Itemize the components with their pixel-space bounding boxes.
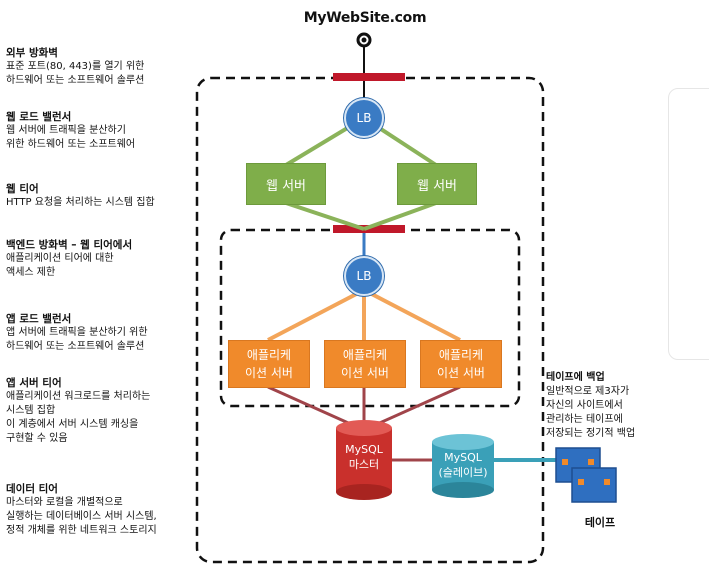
db-slave-label: MySQL (슬레이브) <box>438 451 488 479</box>
web-load-balancer: LB <box>344 98 384 138</box>
external-firewall <box>333 73 405 81</box>
app-server-1: 애플리케 이션 서버 <box>228 340 310 388</box>
side-panel <box>668 88 709 360</box>
db-master-label: MySQL 마스터 <box>345 443 383 471</box>
link-lb-app1 <box>267 288 365 342</box>
web-server-2: 웹 서버 <box>397 163 477 205</box>
tape-label: 테이프 <box>584 516 616 529</box>
site-title: MyWebSite.com <box>303 10 427 26</box>
backup-body: 일반적으로 제3자가 자신의 사이트에서 관리하는 테이프에 저장되는 정기적 … <box>546 386 636 439</box>
link-web1-fw <box>285 201 365 231</box>
app-server-2: 애플리케 이션 서버 <box>324 340 406 388</box>
backup-description: 테이프에 백업 일반적으로 제3자가 자신의 사이트에서 관리하는 테이프에 저… <box>546 371 706 441</box>
layer-body: 앱 서버에 트래픽을 분산하기 위한 하드웨어 또는 소프트웨어 솔루션 <box>6 327 148 352</box>
layer-body: HTTP 요청을 처리하는 시스템 집합 <box>6 197 155 208</box>
layer-external-firewall: 외부 방화벽 표준 포트(80, 443)를 열기 위한 하드웨어 또는 소프트… <box>6 46 196 88</box>
db-master-cylinder <box>336 420 392 500</box>
layer-head: 앱 로드 밸런서 <box>6 313 72 325</box>
web-server-1: 웹 서버 <box>246 163 326 205</box>
link-lb-app3 <box>363 288 461 342</box>
layer-body: 웹 서버에 트래픽을 분산하기 위한 하드웨어 또는 소프트웨어 <box>6 125 136 150</box>
layer-backend-firewall: 백엔드 방화벽 – 웹 티어에서 애플리케이션 티어에 대한 액세스 제한 <box>6 238 196 280</box>
app-load-balancer: LB <box>344 256 384 296</box>
layer-app-tier: 앱 서버 티어 애플리케이션 워크로드를 처리하는 시스템 집합 이 계층에서 … <box>6 376 196 446</box>
layer-body: 애플리케이션 워크로드를 처리하는 시스템 집합 이 계층에서 서버 시스템 캐… <box>6 391 151 444</box>
layer-app-lb: 앱 로드 밸런서 앱 서버에 트래픽을 분산하기 위한 하드웨어 또는 소프트웨… <box>6 312 196 354</box>
layer-head: 웹 로드 밸런서 <box>6 111 72 123</box>
layer-body: 표준 포트(80, 443)를 열기 위한 하드웨어 또는 소프트웨어 솔루션 <box>6 61 145 86</box>
layer-body: 애플리케이션 티어에 대한 액세스 제한 <box>6 253 114 278</box>
link-web2-fw <box>363 201 437 231</box>
layer-head: 데이터 티어 <box>6 483 58 495</box>
tape-icon <box>555 447 617 503</box>
layer-head: 앱 서버 티어 <box>6 377 62 389</box>
app-server-3: 애플리케 이션 서버 <box>420 340 502 388</box>
backup-head: 테이프에 백업 <box>546 372 605 383</box>
layer-body: 마스터와 로컬을 개별적으로 실행하는 데이터베이스 서버 시스템, 정적 개체… <box>6 497 157 536</box>
layer-data-tier: 데이터 티어 마스터와 로컬을 개별적으로 실행하는 데이터베이스 서버 시스템… <box>6 482 196 538</box>
db-slave-cylinder <box>432 434 494 498</box>
layer-head: 웹 티어 <box>6 183 39 195</box>
internet-node-core <box>361 37 367 43</box>
layer-head: 외부 방화벽 <box>6 47 58 59</box>
layer-web-tier: 웹 티어 HTTP 요청을 처리하는 시스템 집합 <box>6 182 196 210</box>
layer-head: 백엔드 방화벽 – 웹 티어에서 <box>6 239 133 251</box>
layer-web-lb: 웹 로드 밸런서 웹 서버에 트래픽을 분산하기 위한 하드웨어 또는 소프트웨… <box>6 110 196 152</box>
